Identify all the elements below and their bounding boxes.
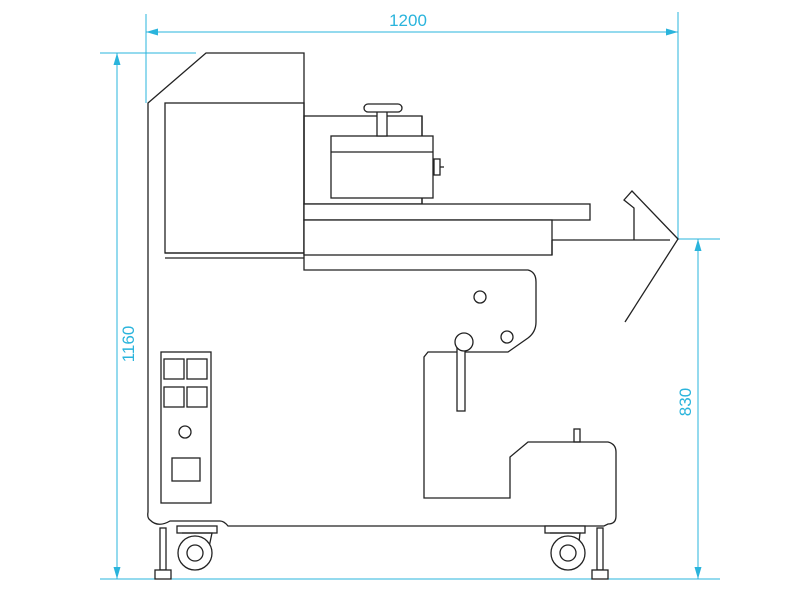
control-button-4[interactable] [186,386,208,408]
dimension-lines: 1200 1160 830 [100,11,720,580]
pedal-post[interactable] [573,428,581,443]
machine-body [147,52,617,527]
control-display [171,457,201,482]
handwheel-shaft[interactable] [376,110,388,137]
left-caster [154,525,218,580]
machine [147,52,679,580]
width-dimension: 1200 [145,11,679,240]
work-table [303,203,670,256]
control-button-1[interactable] [163,358,185,380]
tool-head-box [330,135,434,199]
control-button-2[interactable] [186,358,208,380]
handwheel[interactable] [363,103,403,113]
tool-head [303,103,444,205]
right-caster [544,525,609,580]
control-panel [160,351,212,504]
width-dimension-label: 1200 [389,11,427,30]
control-knob[interactable] [178,425,192,439]
lever[interactable] [454,332,474,412]
upper-panel [164,102,305,254]
discharge-chute [623,190,679,323]
side-knob[interactable] [433,158,441,176]
arm-hole-1 [473,290,487,304]
control-button-3[interactable] [163,386,185,408]
arm-hole-2 [500,330,514,344]
height-dimension-label: 1160 [119,326,138,363]
table-height-dimension-label: 830 [676,388,695,416]
height-dimension: 1160 [100,52,720,580]
table-height-dimension: 830 [676,238,720,579]
